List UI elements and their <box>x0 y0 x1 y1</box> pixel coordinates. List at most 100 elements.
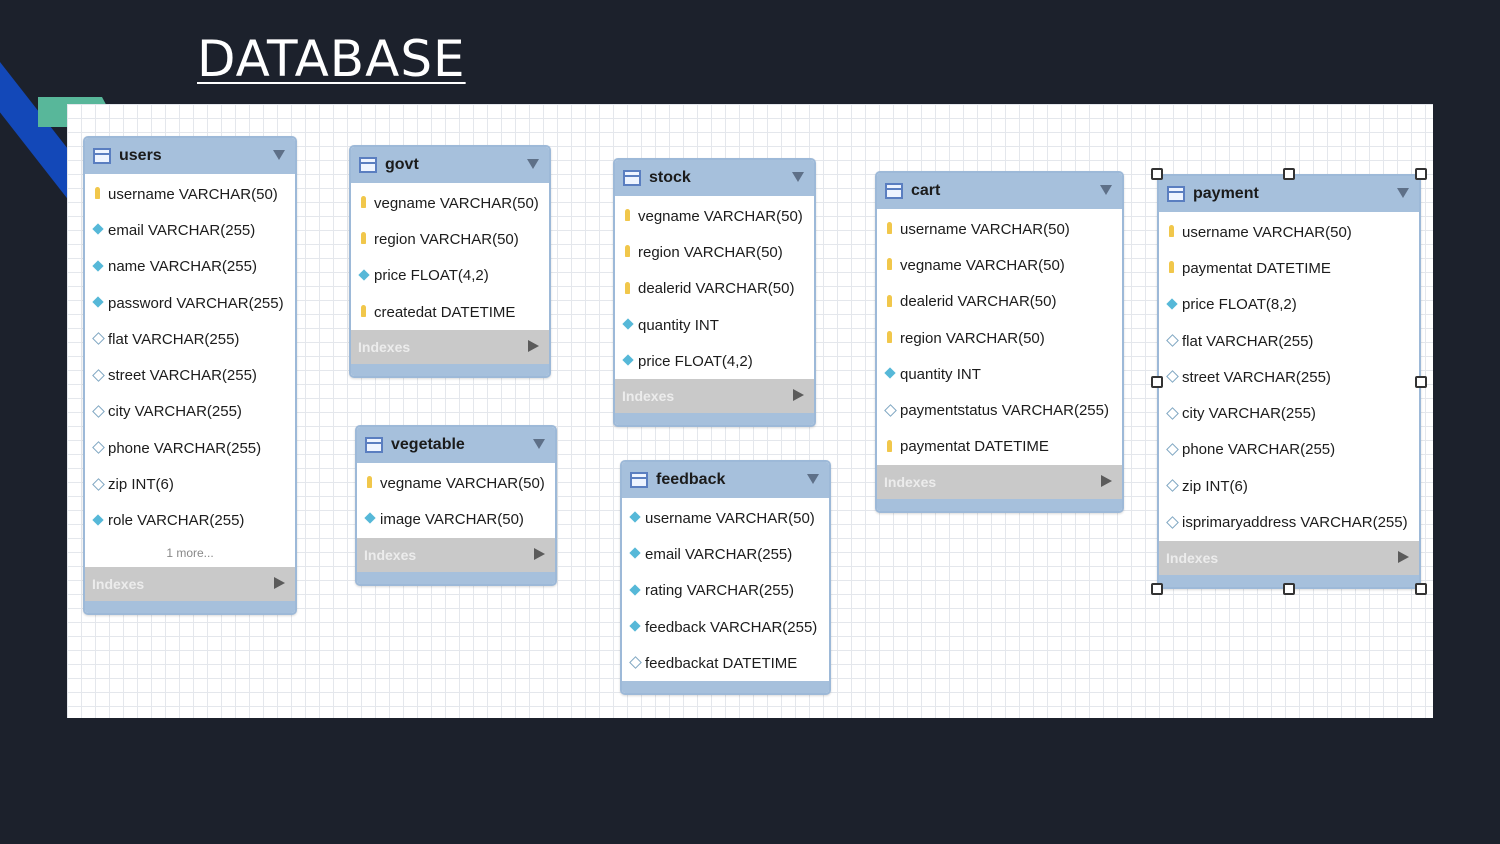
indexes-section[interactable]: Indexes <box>1159 540 1419 575</box>
column-row[interactable]: flat VARCHAR(255) <box>1159 323 1419 359</box>
selection-handle[interactable] <box>1151 375 1163 388</box>
column-label: region VARCHAR(50) <box>638 243 783 261</box>
selection-handle[interactable] <box>1151 168 1163 180</box>
collapse-arrow-icon[interactable] <box>273 150 285 160</box>
column-row[interactable]: price FLOAT(4,2) <box>351 258 549 294</box>
column-row[interactable]: phone VARCHAR(255) <box>85 430 295 466</box>
column-row[interactable]: vegname VARCHAR(50) <box>351 185 549 221</box>
indexes-section[interactable]: Indexes <box>615 379 814 414</box>
diamond-filled-icon <box>622 354 634 368</box>
collapse-arrow-icon[interactable] <box>1397 188 1409 198</box>
indexes-section[interactable]: Indexes <box>877 465 1122 500</box>
table-header[interactable]: stock <box>615 160 814 196</box>
table-header[interactable]: payment <box>1159 176 1419 212</box>
selection-handle[interactable] <box>1415 168 1427 180</box>
column-row[interactable]: vegname VARCHAR(50) <box>357 465 555 501</box>
column-row[interactable]: username VARCHAR(50) <box>85 176 295 212</box>
column-row[interactable]: phone VARCHAR(255) <box>1159 432 1419 468</box>
table-govt[interactable]: govt vegname VARCHAR(50) region VARCHAR(50… <box>349 145 551 379</box>
column-row[interactable]: price FLOAT(8,2) <box>1159 287 1419 323</box>
selection-handle[interactable] <box>1415 583 1427 595</box>
collapse-arrow-icon[interactable] <box>807 474 819 484</box>
collapse-arrow-icon[interactable] <box>1100 185 1112 195</box>
column-row[interactable]: city VARCHAR(255) <box>85 394 295 430</box>
column-row[interactable]: dealerid VARCHAR(50) <box>615 271 814 307</box>
selection-handle[interactable] <box>1283 583 1295 595</box>
column-row[interactable]: email VARCHAR(255) <box>85 212 295 248</box>
more-columns-label[interactable]: 1 more... <box>166 545 214 560</box>
column-row[interactable]: feedbackat DATETIME <box>622 645 829 681</box>
collapse-arrow-icon[interactable] <box>533 439 545 449</box>
column-row[interactable]: region VARCHAR(50) <box>877 320 1122 356</box>
column-row[interactable]: city VARCHAR(255) <box>1159 395 1419 431</box>
diamond-filled-icon <box>92 296 104 310</box>
column-row[interactable]: feedback VARCHAR(255) <box>622 609 829 645</box>
table-name: feedback <box>656 471 726 488</box>
column-row[interactable]: paymentstatus VARCHAR(255) <box>877 392 1122 428</box>
column-row[interactable]: zip INT(6) <box>1159 468 1419 504</box>
key-icon <box>884 331 896 345</box>
table-header[interactable]: feedback <box>622 462 829 498</box>
expand-arrow-icon[interactable] <box>534 547 545 560</box>
collapse-arrow-icon[interactable] <box>792 172 804 182</box>
column-label: feedbackat DATETIME <box>645 654 798 672</box>
table-feedback[interactable]: feedback username VARCHAR(50)email VARCHA… <box>620 460 831 696</box>
column-row[interactable]: price FLOAT(4,2) <box>615 343 814 379</box>
diamond-open-icon <box>629 656 641 670</box>
selection-handle[interactable] <box>1151 583 1163 595</box>
column-row[interactable]: zip INT(6) <box>85 466 295 502</box>
column-row[interactable]: dealerid VARCHAR(50) <box>877 284 1122 320</box>
column-label: email VARCHAR(255) <box>108 221 256 239</box>
column-label: vegname VARCHAR(50) <box>374 194 539 212</box>
expand-arrow-icon[interactable] <box>528 340 539 353</box>
table-header[interactable]: users <box>85 138 295 174</box>
table-icon <box>365 437 383 453</box>
column-row[interactable]: vegname VARCHAR(50) <box>877 247 1122 283</box>
column-row[interactable]: createdat DATETIME <box>351 294 549 330</box>
column-row[interactable]: image VARCHAR(50) <box>357 501 555 537</box>
indexes-section[interactable]: Indexes <box>357 537 555 572</box>
expand-arrow-icon[interactable] <box>274 576 285 589</box>
table-vegetable[interactable]: vegetable vegname VARCHAR(50)image VARCHA… <box>355 425 557 586</box>
column-row[interactable]: paymentat DATETIME <box>877 429 1122 465</box>
indexes-section[interactable]: Indexes <box>351 330 549 365</box>
column-label: feedback VARCHAR(255) <box>645 618 818 636</box>
column-label: price FLOAT(4,2) <box>374 267 489 285</box>
diamond-open-icon <box>1166 479 1178 493</box>
column-list: username VARCHAR(50) email VARCHAR(255) na… <box>85 174 295 567</box>
expand-arrow-icon[interactable] <box>1101 475 1112 488</box>
column-row[interactable]: flat VARCHAR(255) <box>85 321 295 357</box>
table-header[interactable]: vegetable <box>357 427 555 463</box>
column-row[interactable]: quantity INT <box>615 307 814 343</box>
column-row[interactable]: password VARCHAR(255) <box>85 285 295 321</box>
column-row[interactable]: username VARCHAR(50) <box>877 211 1122 247</box>
column-row[interactable]: isprimaryaddress VARCHAR(255) <box>1159 504 1419 540</box>
column-row[interactable]: rating VARCHAR(255) <box>622 573 829 609</box>
column-row[interactable]: name VARCHAR(255) <box>85 249 295 285</box>
column-row[interactable]: username VARCHAR(50) <box>622 500 829 536</box>
column-row[interactable]: quantity INT <box>877 356 1122 392</box>
column-row[interactable]: street VARCHAR(255) <box>85 357 295 393</box>
table-header[interactable]: cart <box>877 173 1122 209</box>
table-name: vegetable <box>391 436 465 453</box>
table-header[interactable]: govt <box>351 147 549 183</box>
column-row[interactable]: paymentat DATETIME <box>1159 250 1419 286</box>
column-row[interactable]: vegname VARCHAR(50) <box>615 198 814 234</box>
selection-handle[interactable] <box>1283 168 1295 180</box>
column-row[interactable]: region VARCHAR(50) <box>615 234 814 270</box>
column-row[interactable]: username VARCHAR(50) <box>1159 214 1419 250</box>
expand-arrow-icon[interactable] <box>793 389 804 402</box>
column-row[interactable]: role VARCHAR(255) <box>85 503 295 539</box>
indexes-section[interactable]: Indexes <box>85 566 295 601</box>
selection-handle[interactable] <box>1415 375 1427 388</box>
expand-arrow-icon[interactable] <box>1398 550 1409 563</box>
column-row[interactable]: region VARCHAR(50) <box>351 221 549 257</box>
collapse-arrow-icon[interactable] <box>527 159 539 169</box>
column-row[interactable]: email VARCHAR(255) <box>622 536 829 572</box>
column-row[interactable]: street VARCHAR(255) <box>1159 359 1419 395</box>
